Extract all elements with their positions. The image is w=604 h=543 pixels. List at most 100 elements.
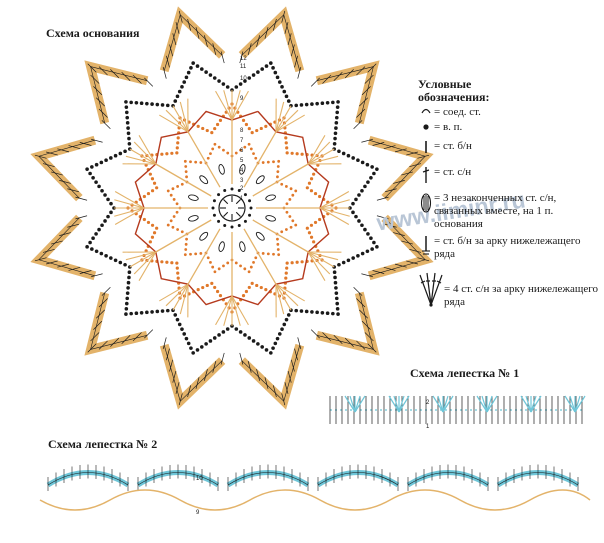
sc-icon (418, 140, 434, 154)
cluster-mark (265, 215, 276, 222)
chain-dot (176, 141, 180, 145)
petal-stitch (364, 332, 374, 342)
petal-stitch (98, 108, 108, 118)
chain-dot (175, 266, 179, 270)
petal-stitch (247, 360, 252, 373)
chain-dot (290, 261, 294, 265)
petal-band (315, 291, 380, 356)
chain-dot (100, 188, 104, 193)
chain-dot (318, 217, 322, 222)
chain-dot (260, 345, 264, 349)
chain-dot (280, 230, 284, 234)
chain-dot (184, 75, 189, 80)
fan-stitch (133, 251, 157, 275)
chain-dot (189, 252, 192, 256)
petal-stitch (290, 44, 295, 57)
chain-dot (337, 149, 341, 154)
petal-stitch (356, 108, 366, 118)
outer-petal (310, 60, 380, 130)
petal-stitch (284, 382, 289, 394)
chain-dot (252, 260, 255, 264)
petal-stitch (93, 320, 103, 330)
petal-band (30, 214, 97, 281)
chain-dot (360, 160, 365, 165)
petal-stitch (59, 180, 71, 184)
chain-dot (271, 346, 275, 350)
fan-stitch (179, 101, 189, 132)
petal1-fan (520, 395, 532, 413)
chain-dot (150, 102, 154, 106)
chain-dot (247, 142, 251, 146)
chain-dot (334, 121, 339, 125)
petal-stitch (272, 18, 277, 31)
dot-icon (418, 121, 434, 131)
chain-dot (241, 118, 246, 122)
petal-2-title: Схема лепестка № 2 (48, 437, 158, 451)
chain-dot (310, 310, 314, 314)
chain-dot (127, 275, 131, 280)
chain-dot (182, 332, 187, 336)
chain-dot (309, 189, 314, 193)
chain-dot (286, 313, 291, 317)
petal-band (84, 291, 149, 356)
chain-dot (315, 310, 319, 315)
chain-dot (124, 110, 129, 115)
chain-dot (222, 148, 225, 152)
chain-dot (250, 281, 254, 285)
chain-dot (237, 224, 241, 228)
chain-dot (186, 70, 191, 75)
chain-dot (334, 296, 339, 301)
petal-band (84, 60, 149, 125)
cluster-mark (199, 231, 209, 241)
petal-stitch (79, 142, 92, 146)
chain-dot (299, 103, 304, 107)
chain-dot (166, 189, 170, 193)
chain-dot (351, 256, 355, 260)
petal-stitch (310, 329, 320, 339)
chain-dot (251, 73, 256, 77)
petal-stitch (356, 340, 366, 350)
petal1-fan (442, 395, 454, 413)
petal-stitch (287, 33, 292, 46)
petal-stitch (90, 332, 100, 342)
petal-stitch (361, 273, 374, 278)
chain-dot (255, 128, 259, 133)
chain-dot (335, 301, 340, 306)
dc-ring (134, 110, 330, 306)
chain-dot (234, 85, 239, 89)
chain-dot (201, 126, 205, 131)
petal1-row-number: 2 (426, 400, 430, 406)
chain-dot (280, 85, 284, 89)
petal-stitch (264, 377, 269, 389)
petal-stitch (294, 55, 298, 68)
chain-dot (175, 317, 180, 322)
spoke (252, 163, 309, 197)
chain-dot (294, 223, 298, 227)
petal-stitch (393, 180, 405, 184)
chain-dot (175, 94, 180, 99)
chain-dot (331, 311, 335, 316)
cluster-mark (218, 241, 225, 252)
chain-dot (259, 285, 263, 290)
chain-dot (201, 285, 205, 290)
chain-dot (134, 100, 139, 105)
petal1-fan (574, 395, 581, 413)
chain-dot (375, 245, 379, 249)
outer-petal (238, 337, 305, 410)
row-number: 10 (240, 76, 247, 82)
petal-stitch (204, 369, 208, 381)
chain-dot (289, 225, 293, 229)
chain-dot (333, 280, 338, 285)
row-number: 1 (240, 196, 244, 202)
chain-dot (230, 225, 234, 229)
chain-dot (212, 336, 217, 340)
chain-dot (276, 242, 280, 246)
chain-dot (124, 312, 128, 316)
chain-dot (85, 167, 89, 171)
chain-dot (266, 160, 270, 164)
chain-dot (295, 152, 299, 156)
petal-stitch (166, 348, 170, 361)
chain-dot (125, 121, 130, 125)
petal-stitch (90, 138, 103, 143)
petal-stitch (132, 332, 142, 342)
